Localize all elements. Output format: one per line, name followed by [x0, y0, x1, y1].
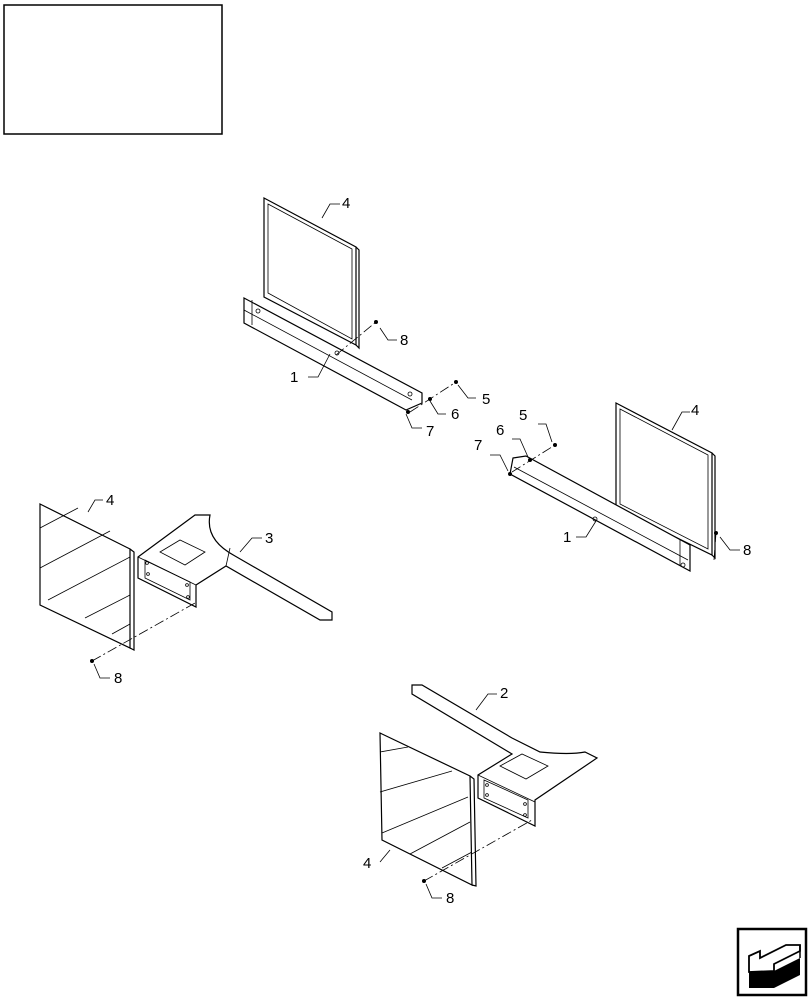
- callout-5-right: 5: [519, 407, 527, 424]
- rail-1-right: [509, 455, 691, 573]
- title-block: [3, 4, 223, 135]
- assembly-left: [39, 499, 333, 679]
- callout-2-bottom: 2: [500, 685, 508, 702]
- callout-3-left: 3: [265, 530, 273, 547]
- assembly-right: [490, 402, 740, 573]
- callout-1-right: 1: [563, 529, 571, 546]
- rail-1-upper: [243, 296, 423, 411]
- callout-7-right: 7: [474, 437, 482, 454]
- callout-4-right: 4: [691, 402, 699, 419]
- bracket-3-left: [137, 514, 333, 621]
- callout-4-upper: 4: [342, 195, 350, 212]
- callout-6-upper: 6: [451, 406, 459, 423]
- callout-5-upper: 5: [482, 391, 490, 408]
- previous-page-arrow-icon[interactable]: [736, 927, 808, 997]
- assembly-upper-center: [243, 197, 476, 429]
- callout-1-upper: 1: [290, 369, 298, 386]
- callout-7-upper: 7: [426, 423, 434, 440]
- callout-8-upper: 8: [400, 332, 408, 349]
- bracket-2-bottom: [411, 684, 599, 827]
- callout-4-bottom: 4: [363, 855, 371, 872]
- callout-8-right: 8: [743, 542, 751, 559]
- callout-6-right: 6: [496, 422, 504, 439]
- callout-8-bottom: 8: [446, 890, 454, 907]
- callout-4-left: 4: [106, 492, 114, 509]
- panel-4-left: [39, 503, 131, 649]
- panel-4-bottom: [379, 732, 473, 886]
- assembly-bottom: [379, 684, 599, 899]
- callout-8-left: 8: [114, 670, 122, 687]
